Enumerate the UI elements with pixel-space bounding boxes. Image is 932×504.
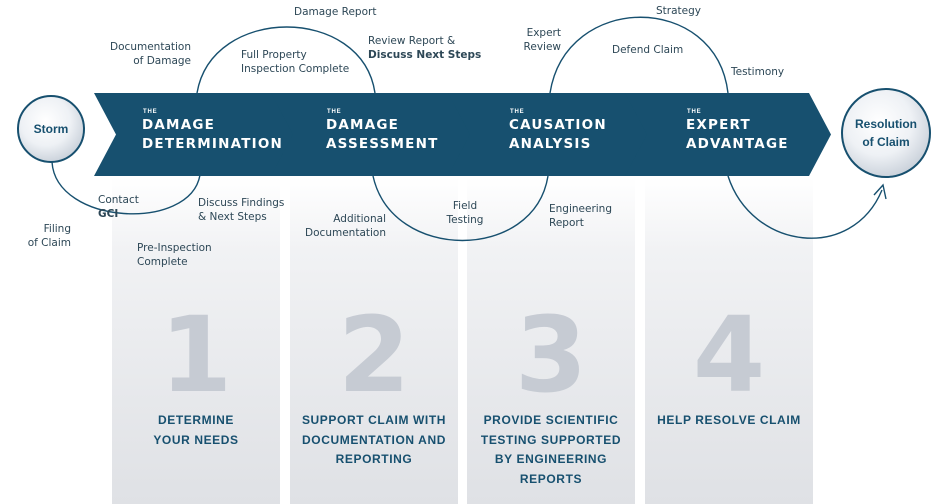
label-full-property-inspection: Full Property Inspection Complete [241, 49, 350, 75]
label-filing-of-claim: Filing of Claim [27, 223, 71, 249]
label-documentation-of-damage: Documentation of Damage [110, 41, 191, 67]
loop-storm-to-phase1 [51, 161, 201, 215]
label-discuss-findings: Discuss Findings & Next Steps [198, 197, 285, 223]
label-engineering-report: Engineering Report [549, 203, 612, 229]
storm-node [17, 95, 85, 163]
loop-top-phase1-2 [196, 26, 376, 94]
arrowhead [873, 183, 887, 200]
loop-to-resolution [727, 175, 883, 239]
loop-top-phase3-4 [549, 16, 729, 94]
loop-bottom-phase2-3 [372, 175, 549, 242]
label-expert-review: Expert Review [523, 27, 561, 53]
phase4-prefix: THE [687, 109, 702, 115]
step-number-1: 1 [159, 294, 233, 416]
phase-chevron-3 [448, 93, 654, 176]
step-title-1: DETERMINE YOUR NEEDS [153, 413, 239, 447]
step-column-3 [467, 178, 635, 504]
step-number-2: 2 [337, 294, 411, 416]
label-field-testing: Field Testing [446, 200, 484, 226]
label-additional-documentation: Additional Documentation [305, 213, 386, 239]
label-strategy: Strategy [656, 5, 701, 17]
resolution-label: Resolution of Claim [855, 117, 917, 149]
step-column-4 [645, 178, 813, 504]
step-title-2: SUPPORT CLAIM WITH DOCUMENTATION AND REP… [301, 413, 447, 466]
phase3-title: CAUSATION ANALYSIS [509, 117, 607, 152]
label-review-report: Review Report & Discuss Next Steps [368, 35, 482, 61]
phase1-prefix: THE [143, 109, 158, 115]
phase3-prefix: THE [510, 109, 525, 115]
phase4-title: EXPERT ADVANTAGE [686, 117, 789, 152]
step-column-1 [112, 178, 280, 504]
step-column-2 [290, 178, 458, 504]
resolution-node [841, 88, 931, 178]
phase2-title: DAMAGE ASSESSMENT [326, 117, 439, 152]
step-title-4: HELP RESOLVE CLAIM [657, 413, 801, 427]
phase-chevron-4 [625, 93, 831, 176]
label-defend-claim: Defend Claim [612, 44, 684, 56]
phase1-title: DAMAGE DETERMINATION [142, 117, 284, 152]
label-testimony: Testimony [731, 66, 785, 78]
label-pre-inspection: Pre-Inspection Complete [137, 242, 212, 268]
storm-label: Storm [33, 122, 69, 136]
phase2-prefix: THE [327, 109, 342, 115]
step-number-4: 4 [692, 294, 766, 416]
step-number-3: 3 [514, 294, 588, 416]
label-damage-report: Damage Report [294, 6, 377, 18]
step-title-3: PROVIDE SCIENTIFIC TESTING SUPPORTED BY … [480, 413, 622, 486]
phase-chevron-1 [94, 93, 300, 176]
label-contact-gci: Contact GCI [98, 194, 139, 220]
phase-chevron-2 [271, 93, 477, 176]
